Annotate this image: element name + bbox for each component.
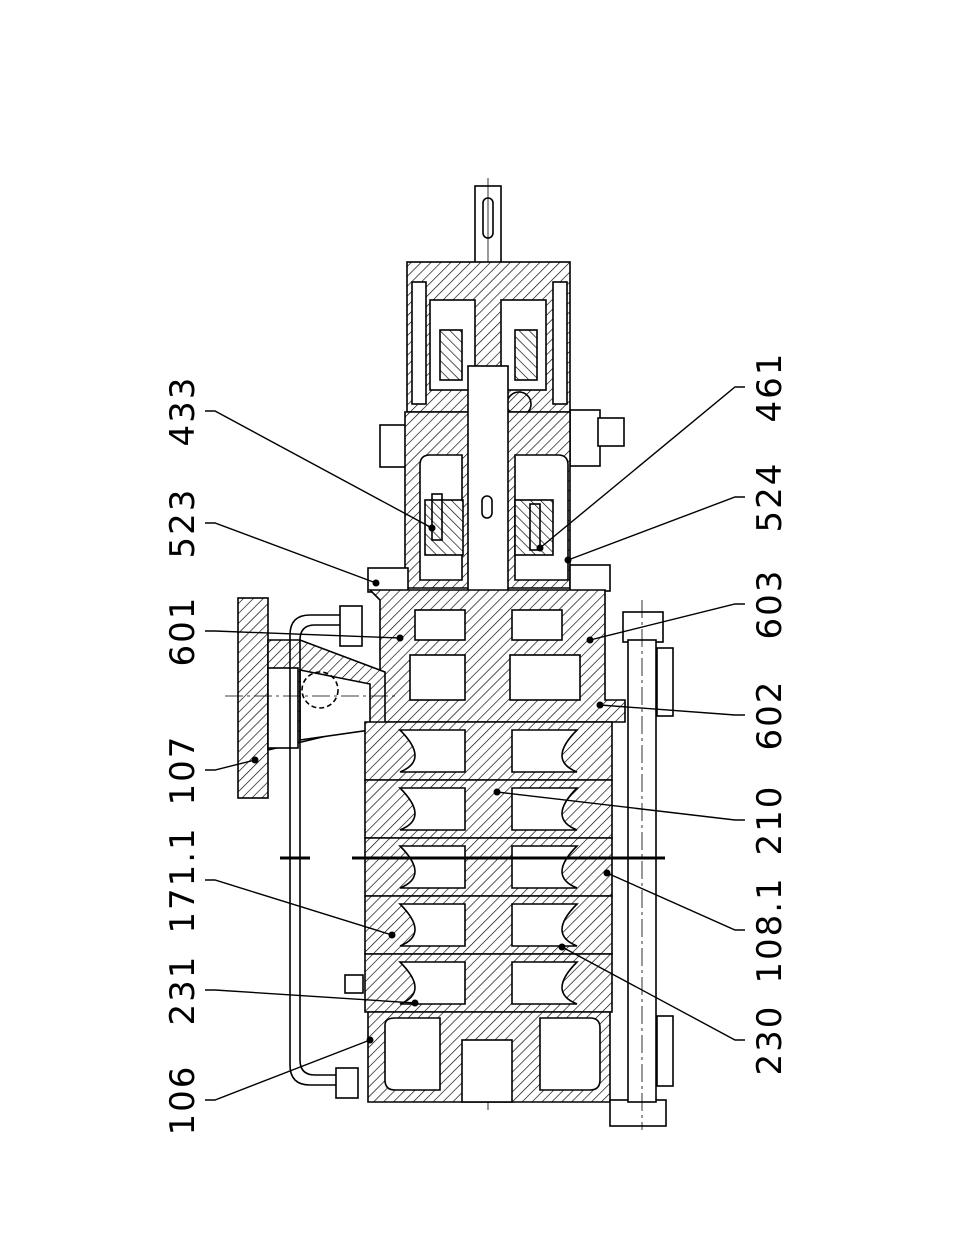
suction-casing: [368, 1012, 610, 1102]
stage-casings: [365, 722, 612, 1012]
part-label-230: 230: [750, 970, 790, 1110]
discharge-casing: [360, 590, 625, 722]
tie-rods: [610, 600, 673, 1130]
part-label-601: 601: [163, 561, 203, 701]
part-label-106: 106: [163, 1030, 203, 1170]
